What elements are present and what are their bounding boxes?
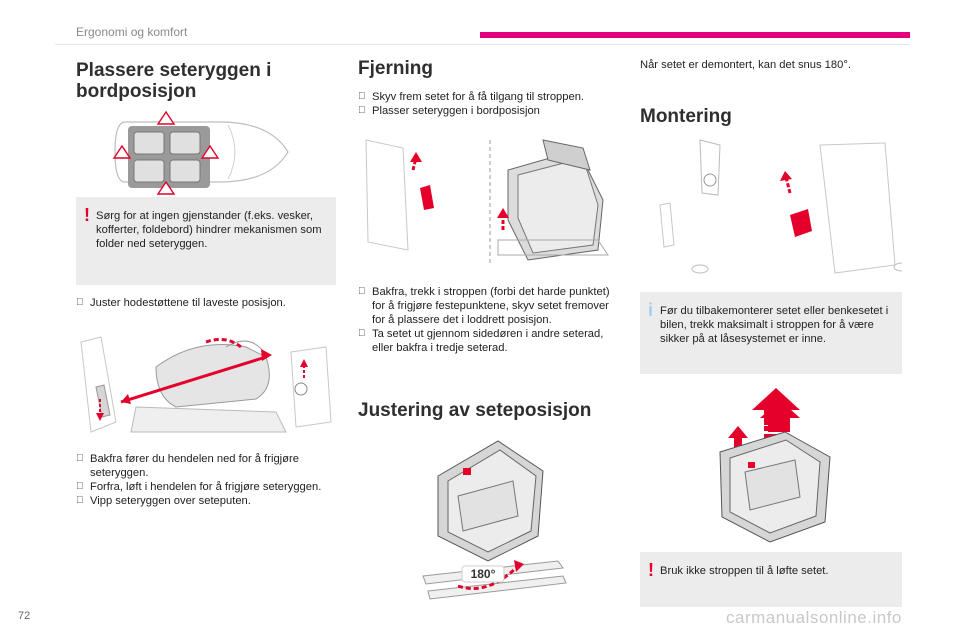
warning-notice-left: ! Sørg for at ingen gjenstander (f.eks. … [76, 197, 336, 285]
steps-fjerning-1: Skyv frem setet for å få tilgang til st… [358, 90, 620, 118]
warning-icon: ! [84, 205, 90, 225]
seat-lever-illustration [80, 336, 332, 433]
checkbox-icon:  [358, 285, 366, 299]
list-item: Forfra, løft i hendelen for å frigjøre … [76, 480, 338, 494]
header-accent-bar [480, 32, 910, 38]
checkbox-icon:  [358, 104, 366, 118]
heading-montering: Montering [640, 106, 732, 127]
info-icon: i [648, 300, 654, 320]
heading-justering: Justering av seteposisjon [358, 400, 592, 421]
checkbox-icon:  [358, 327, 366, 341]
seat-mounting-illustration [659, 139, 902, 274]
rotation-label: 180° [471, 567, 496, 581]
car-top-view-illustration [112, 110, 289, 195]
warning-notice-right: ! Bruk ikke stroppen til å løfte setet. [640, 552, 902, 607]
list-item: Ta setet ut gjennom sidedøren i andre s… [358, 327, 620, 355]
checkbox-icon:  [76, 494, 84, 508]
watermark: carmanualsonline.info [726, 608, 902, 627]
steps-fjerning-2: Bakfra, trekk i stroppen (forbi det har… [358, 285, 620, 355]
seat-rotation-illustration: 180° [422, 440, 567, 600]
checkbox-icon:  [76, 480, 84, 494]
list-item: Plasser seteryggen i bordposisjon [358, 104, 620, 118]
seat-lift-illustration [719, 388, 831, 543]
list-item: Bakfra fører du hendelen ned for å frig… [76, 452, 338, 480]
warning-text: Sørg for at ingen gjenstander (f.eks. ve… [96, 210, 322, 250]
heading-fjerning: Fjerning [358, 58, 433, 79]
heading-plassere: Plassere seteryggen i bordposisjon [76, 60, 272, 102]
steps-release: Bakfra fører du hendelen ned for å frig… [76, 452, 338, 508]
list-item: Skyv frem setet for å få tilgang til st… [358, 90, 620, 104]
checkbox-icon:  [76, 452, 84, 466]
section-label: Ergonomi og komfort [76, 25, 188, 39]
checkbox-icon:  [76, 296, 84, 310]
checkbox-icon:  [358, 90, 366, 104]
list-item: Juster hodestøttene til laveste posisjo… [76, 296, 336, 310]
seat-removal-illustration [365, 139, 609, 265]
page-number: 72 [18, 610, 31, 622]
info-text: Før du tilbakemonterer setet eller benke… [660, 305, 889, 345]
list-item: Bakfra, trekk i stroppen (forbi det har… [358, 285, 620, 327]
warning-text: Bruk ikke stroppen til å løfte setet. [660, 565, 829, 577]
intro-text: Når setet er demontert, kan det snus 180… [640, 59, 851, 71]
list-item: Vipp seteryggen over seteputen. [76, 494, 338, 508]
warning-icon: ! [648, 560, 654, 580]
steps-headrest: Juster hodestøttene til laveste posisjo… [76, 296, 336, 310]
header-divider [55, 44, 910, 45]
info-notice: i Før du tilbakemonterer setet eller ben… [640, 292, 902, 374]
